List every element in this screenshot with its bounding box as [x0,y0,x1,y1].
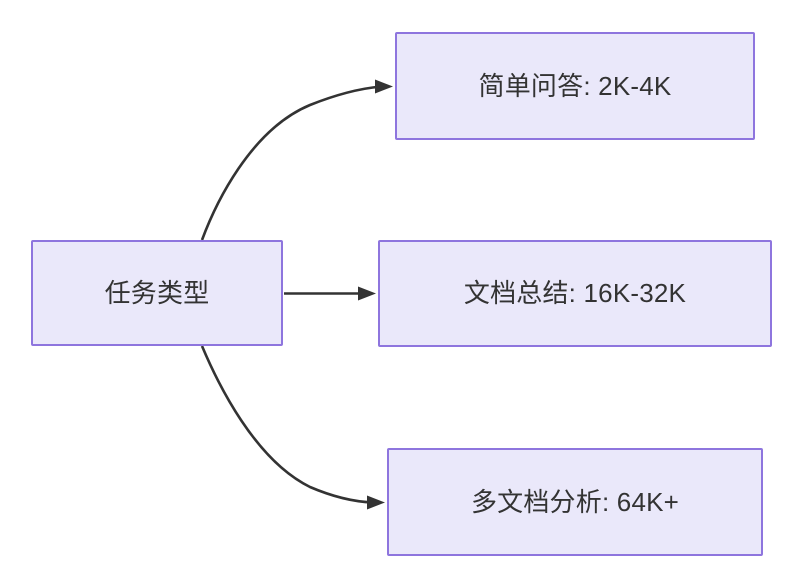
node-task-type-label: 任务类型 [104,277,210,308]
node-multi-doc[interactable]: 多文档分析: 64K+ [387,448,763,556]
node-doc-summary-label: 文档总结: 16K-32K [463,278,687,309]
node-doc-summary[interactable]: 文档总结: 16K-32K [378,240,772,347]
edge-root-to-doc-summary [284,286,376,301]
arrowhead-icon [375,79,393,94]
node-simple-qa-label: 简单问答: 2K-4K [478,70,672,101]
edge-root-to-simple-qa [200,79,393,241]
node-task-type[interactable]: 任务类型 [31,240,283,346]
arrowhead-icon [367,495,385,510]
edge-root-to-multi-doc [200,345,385,510]
node-multi-doc-label: 多文档分析: 64K+ [470,486,680,517]
arrowhead-icon [358,286,376,301]
node-simple-qa[interactable]: 简单问答: 2K-4K [395,32,755,140]
